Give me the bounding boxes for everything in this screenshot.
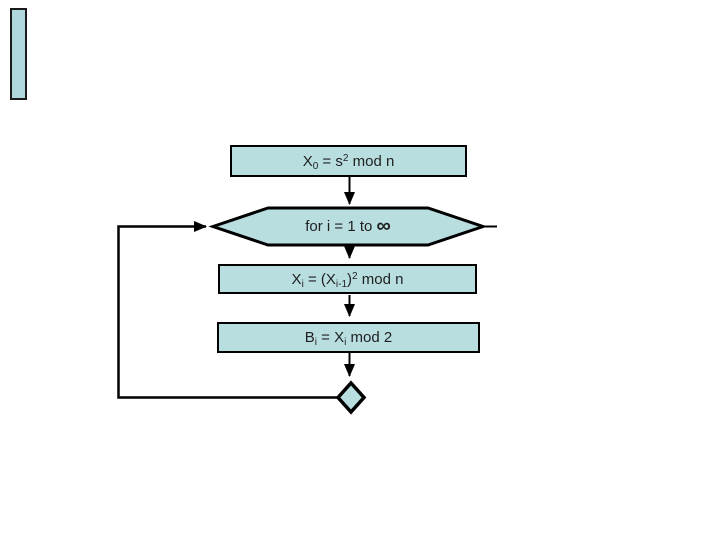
slide-accent-bar [10,8,27,100]
loop-back-connector [117,221,337,399]
flowchart-node-loop: for i = 1 to ∞ [208,206,488,247]
node-loop-label: for i = 1 to ∞ [305,215,391,237]
flowchart-node-connector [335,380,367,415]
flowchart-node-square: Xi = (Xi-1)2 mod n [218,264,477,294]
node-square-label: Xi = (Xi-1)2 mod n [291,270,404,290]
connector-diamond-shape [335,380,367,415]
flowchart-node-bit: Bi = Xi mod 2 [217,322,480,353]
node-bit-label: Bi = Xi mod 2 [304,329,393,348]
flowchart-node-init: X0 = s2 mod n [230,145,467,177]
loop-hexagon-shape [208,206,488,247]
node-init-label: X0 = s2 mod n [302,152,395,172]
